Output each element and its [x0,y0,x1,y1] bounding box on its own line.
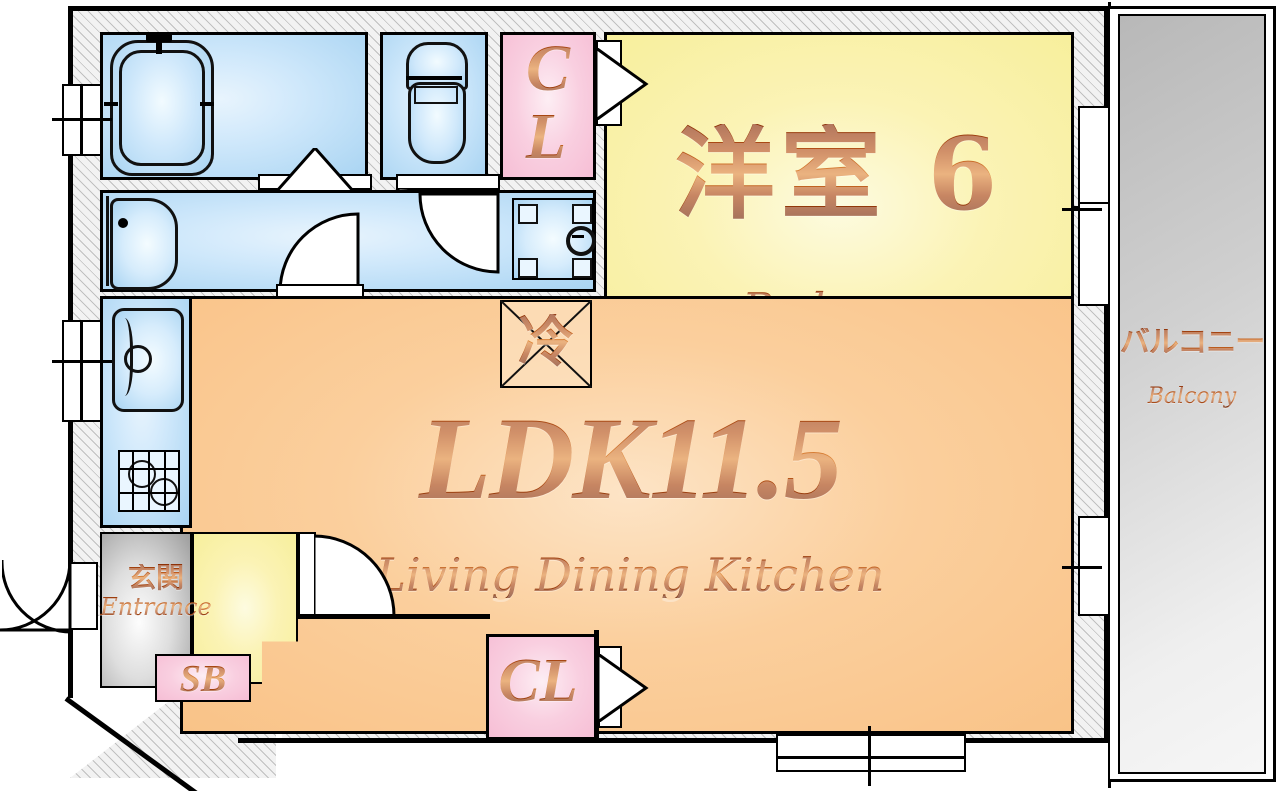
window-bath-mullion-v [80,84,83,156]
refrigerator-label: 冷 [500,314,592,370]
gas-grate-v2 [148,452,150,510]
kitchen-sink-curve [112,318,133,396]
bathtub-handle-left [104,102,118,106]
front-door-swing-icon [0,560,72,632]
bedroom-label-jp: 洋室 6 [604,124,1074,224]
ldk-wall-step-h [298,614,490,619]
bathtub-spout [156,40,162,54]
washer-pan-foot-tr [572,204,592,224]
ldk-label-main: LDK11.5 [330,400,930,518]
toilet-lid-line [414,86,458,104]
closet-top-door-arrow-icon [596,48,649,120]
toilet-door-panel[interactable] [396,174,500,190]
balcony-label-en: Balcony [1102,386,1280,408]
bathtub-inner-rim [119,50,205,166]
washer-pan-foot-tl [518,204,538,224]
bathroom-door-swing-icon [276,148,354,192]
balcony-floor [1118,14,1266,774]
gas-grate-h2 [120,492,178,494]
front-door-frame[interactable] [68,562,98,630]
gas-burner-1-icon [128,460,156,488]
bathtub-handle-right [200,102,214,106]
washer-drain-icon [566,226,596,256]
vanity-counter-edge [106,196,115,286]
vanity-sink [110,198,178,290]
gas-grate-v3 [164,452,166,510]
shoe-box-label: SB [155,660,251,698]
entrance-label-en: Entrance [92,595,220,619]
washer-drain-tick [572,235,584,238]
closet-bottom-door-arrow-icon [598,654,649,722]
refrigerator-cross-icon [500,300,592,388]
ldk-room [180,296,1074,734]
front-door-arc-icon [2,560,73,634]
vanity-faucet-knob [118,218,128,228]
closet-bottom-label: CL [482,650,594,712]
window-ldk-bottom-mullion-v [868,726,871,786]
hall-ldk-door-swing-icon [314,534,396,618]
window-ldk-bottom [776,734,966,772]
kitchen-sink-drain-icon [124,345,152,373]
ldk-wall-step-v [594,630,599,740]
gas-grate-h1 [120,468,178,470]
washer-pan-foot-bl [518,258,538,278]
ldk-label-en: Living Dining Kitchen [330,552,930,598]
window-kitchen-mullion-v [80,320,83,422]
shoe-box [155,654,251,702]
window-bedroom-right-tick [1062,208,1102,211]
entrance-label-jp: 玄関 [96,564,216,592]
gas-grate-v1 [132,452,134,510]
window-bedroom-right-upper [1078,106,1110,210]
toilet-seat-bar [406,76,462,80]
hallway-door-swing-icon[interactable] [418,192,500,274]
closet-top-label-line1: C [500,36,596,102]
balcony-label-jp: バルコニー [1102,328,1280,358]
window-ldk-right-tick [1062,566,1102,569]
closet-top-label-line2: L [498,104,594,170]
washer-pan-foot-br [572,258,592,278]
outer-wall-top [68,6,1108,11]
window-bedroom-right-lower [1078,202,1110,306]
outer-wall-bottom [238,738,1110,743]
closet-top [500,32,596,180]
washroom-door-swing-icon[interactable] [278,212,360,294]
window-ldk-bottom-mullion-h [776,756,966,759]
bathtub-faucet [146,32,172,42]
